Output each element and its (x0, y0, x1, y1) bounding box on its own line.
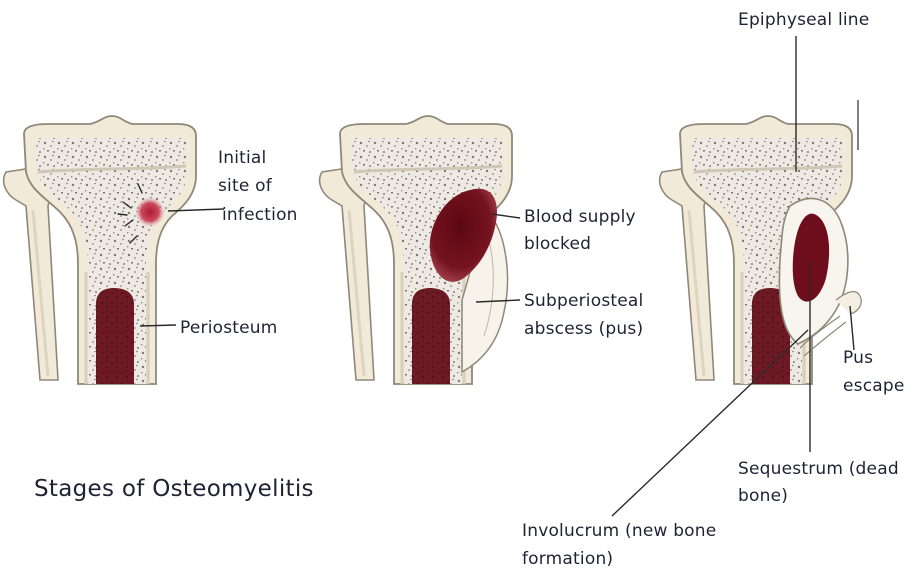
stage-2-bone (320, 116, 520, 384)
label-initial-site-3: infection (222, 204, 298, 226)
label-sequestrum-2: bone) (738, 485, 788, 507)
label-blood-supply-2: blocked (524, 233, 591, 255)
stage-3-bone (612, 36, 861, 516)
label-involucrum-2: formation) (522, 548, 613, 570)
label-initial-site-2: site of (218, 175, 272, 197)
label-involucrum-1: Involucrum (new bone (522, 520, 716, 542)
stage-1-bone (4, 116, 224, 384)
label-epiphyseal-line: Epiphyseal line (738, 9, 869, 31)
label-periosteum: Periosteum (180, 317, 278, 339)
label-abscess-2: abscess (pus) (524, 318, 643, 340)
infection-site-marker (135, 197, 165, 227)
label-pus-escape-2: escape (843, 375, 905, 397)
label-abscess-1: Subperiosteal (524, 290, 643, 312)
diagram-title: Stages of Osteomyelitis (34, 476, 314, 502)
label-blood-supply-1: Blood supply (524, 206, 636, 228)
label-pus-escape-1: Pus (843, 347, 873, 369)
label-sequestrum-1: Sequestrum (dead (738, 458, 899, 480)
label-initial-site-1: Initial (218, 147, 266, 169)
